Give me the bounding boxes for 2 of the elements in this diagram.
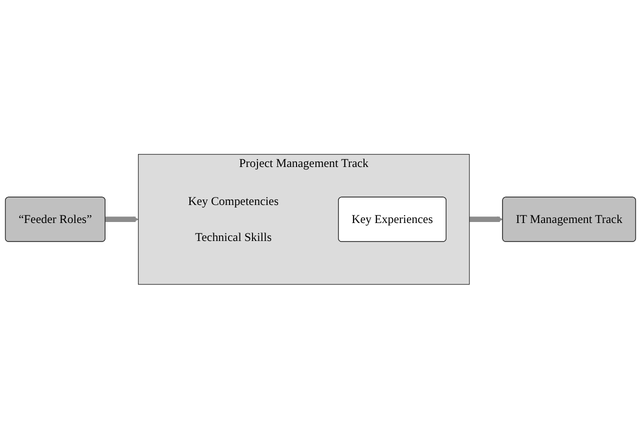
arrow bbox=[469, 216, 503, 222]
arrow bbox=[105, 216, 139, 222]
